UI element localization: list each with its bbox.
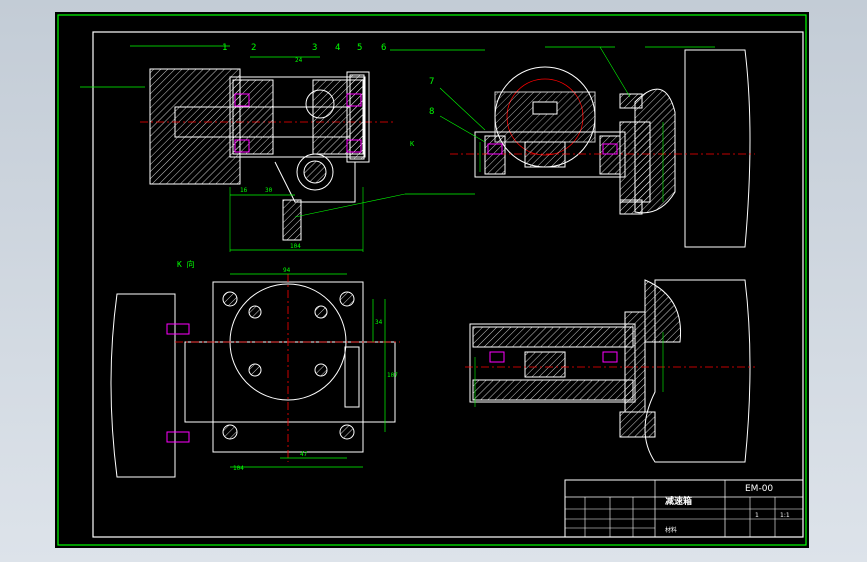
lower-boss [296,153,334,191]
dim-104-k: 104 [233,465,244,472]
screw-top [166,323,190,335]
part-number-7: 7 [429,77,434,87]
drawing-canvas[interactable]: 16 30 104 24 1 2 3 4 5 6 7 8 K [55,12,809,548]
drawing-sheet: 1 [755,512,759,519]
material-label: 材料 [665,526,677,534]
bearing-left [234,93,250,107]
cad-viewport[interactable]: 16 30 104 24 1 2 3 4 5 6 7 8 K [55,12,809,548]
part-number-1: 1 [222,43,227,53]
dim-16: 16 [240,187,248,194]
dim-107: 107 [387,372,398,379]
screw-bottom [166,431,190,443]
title-block: EM-00 减速箱 1:1 1 材料 [564,479,804,538]
k-view-mounting-plate [110,293,176,478]
drawing-frame [92,31,804,538]
part-number-3: 3 [312,43,317,53]
bolt-holes [222,291,355,440]
drawing-number: EM-00 [745,484,773,494]
dim-34: 34 [375,319,383,326]
k-direction-view: K 向 94 104 47 34 10 [110,259,400,478]
side-section-view [439,46,755,248]
dim-24: 24 [295,57,303,64]
view-arrow-k: K [410,140,415,148]
part-number-6: 6 [381,43,386,53]
part-number-4: 4 [335,43,340,53]
right-flange [346,71,370,163]
view-label-k: K 向 [177,259,195,269]
part-number-8: 8 [429,107,434,117]
mounting-plate [684,49,751,248]
drawing-title: 减速箱 [665,495,692,507]
drawing-scale: 1:1 [780,512,790,519]
bottom-right-section [465,279,755,463]
gear-housing [229,76,366,158]
outer-green-border [57,14,807,546]
dim-104-front: 104 [290,243,301,250]
front-section-view: 16 30 104 24 1 2 3 4 5 6 7 8 K [80,43,485,252]
bearing-right [346,93,362,107]
part-number-5: 5 [357,43,362,53]
worm-wheel [305,89,335,119]
dim-47: 47 [300,451,308,458]
dim-30: 30 [265,187,273,194]
dim-94: 94 [283,267,291,274]
part-number-2: 2 [251,43,256,53]
housing-block [149,68,241,185]
